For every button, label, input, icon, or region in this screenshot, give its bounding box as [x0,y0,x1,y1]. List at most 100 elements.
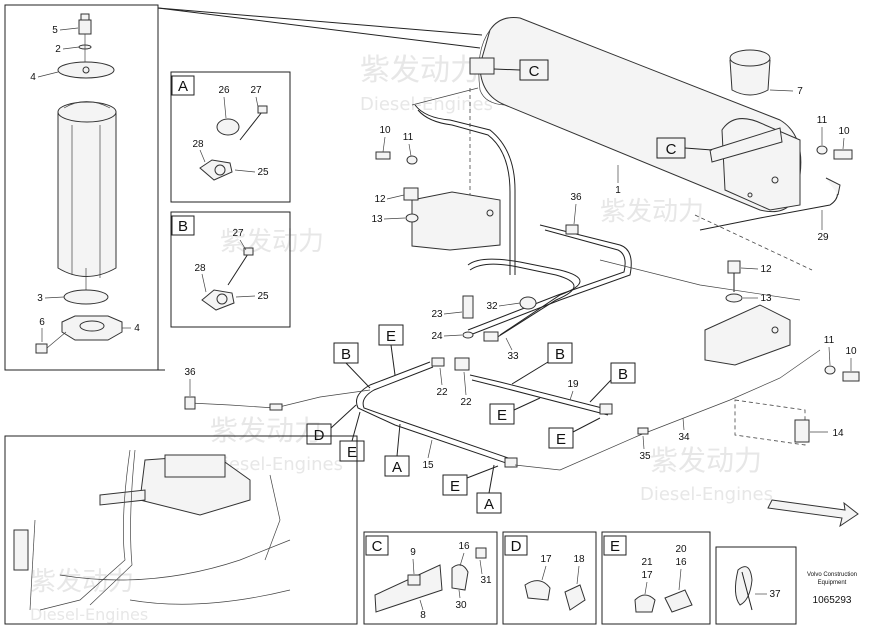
bracket-fasteners: 12 13 11 10 [725,260,860,382]
inset-frame [601,531,711,625]
leader-line [408,143,412,157]
part-number: 32 [486,301,498,312]
callout-arrow [488,464,495,494]
part-number: 29 [817,232,829,243]
overview-bracket [99,489,146,506]
part-number: 4 [134,323,140,334]
watermark-en: Diesel-Engines [30,605,148,624]
leader-line [505,337,513,351]
callout-B [547,342,573,364]
callout-letter: E [347,444,357,461]
bolt [833,149,853,160]
leader-line [157,7,481,49]
leader-line [443,334,463,337]
callout-arrow [589,379,612,403]
part-number: 11 [817,115,828,126]
filler-cap-top [729,49,771,67]
leader-line [498,302,521,307]
part-number: 12 [760,264,772,275]
callout-letter: C [529,63,540,80]
pipe-fitting [504,457,518,468]
leader-line [458,589,461,599]
part-number: 8 [420,610,426,621]
watermark-en: Diesel-Engines [210,454,343,475]
cable-connector [184,396,196,410]
callout-D [306,423,332,445]
leader-line [255,96,259,108]
direction-arrow [767,499,859,528]
leader-line [199,149,206,163]
part-number: 21 [641,557,653,568]
leader-line [59,27,79,31]
leader-line [573,203,577,225]
watermark-cn: 紫发动力 [30,567,134,597]
leader-line [386,194,405,200]
seal-24 [462,331,474,339]
detail-C: C 9 16 31 30 8 [363,531,498,625]
part-number: 27 [232,228,244,239]
pipe-36-run [469,224,632,336]
leader-line [769,89,794,92]
bracket-hole [771,326,779,334]
part-number: 15 [422,460,434,471]
inset-frame [363,531,498,625]
nut [216,293,228,305]
callout-letter: E [386,328,396,345]
inset-frame [170,211,291,328]
tank-bracket [469,57,495,75]
leader-line [541,565,547,581]
connector-16 [664,589,693,613]
overview-tank [164,454,226,478]
leader-line [419,599,424,611]
outline-line [411,87,479,106]
footer-sub: Equipment [818,580,847,586]
hose-thin [599,259,801,301]
return-hose [414,104,516,275]
leader-line [383,217,406,220]
bolt [227,253,249,286]
inset-letter-box [603,535,627,556]
bolt-31 [475,547,487,559]
pipe-19 [469,374,611,411]
footer-company: Volvo Construction [807,572,857,578]
part-number: 20 [675,544,687,555]
watermark-cn: 紫发动力 [650,444,762,477]
machine-overview-panel [4,435,358,625]
callout-letter: B [555,346,565,363]
callout-arrow [466,465,499,479]
watermark-en: Diesel-Engines [640,484,773,505]
callout-letter: E [450,478,460,495]
part-number: 25 [257,291,269,302]
callout-letter: E [497,407,507,424]
inset-letter-box [504,535,528,556]
clip-36 [565,224,579,235]
overview-component [13,529,29,571]
mount-bracket [411,191,501,251]
leader-line [443,311,463,315]
bolt-head [257,105,268,114]
part-number: 6 [39,317,45,328]
cable-34 [514,349,821,471]
inset-letter: A [178,78,188,95]
callout-letter: A [484,496,494,513]
leader-line [201,273,207,293]
clip-9 [407,574,421,586]
watermark-cn: 紫发动力 [210,414,322,447]
pipe-fitting [599,403,613,415]
cable-tie-tail [741,571,753,611]
pipe-15 [362,366,515,461]
watermark-cn: 紫发动力 [360,53,480,88]
callout-arrow [511,361,549,385]
detail-E: E 21 17 20 16 [601,531,711,625]
inset-frame [715,546,797,625]
part-number: 1 [615,185,621,196]
part-number: 26 [218,85,230,96]
part-number: 2 [55,44,61,55]
bolt-head [243,247,254,256]
leader-line [459,552,465,567]
part-number: 12 [374,194,386,205]
part-number: 17 [641,570,653,581]
detail-37: 37 [715,546,797,625]
callout-E [442,474,468,496]
tank-bracket [709,127,783,163]
